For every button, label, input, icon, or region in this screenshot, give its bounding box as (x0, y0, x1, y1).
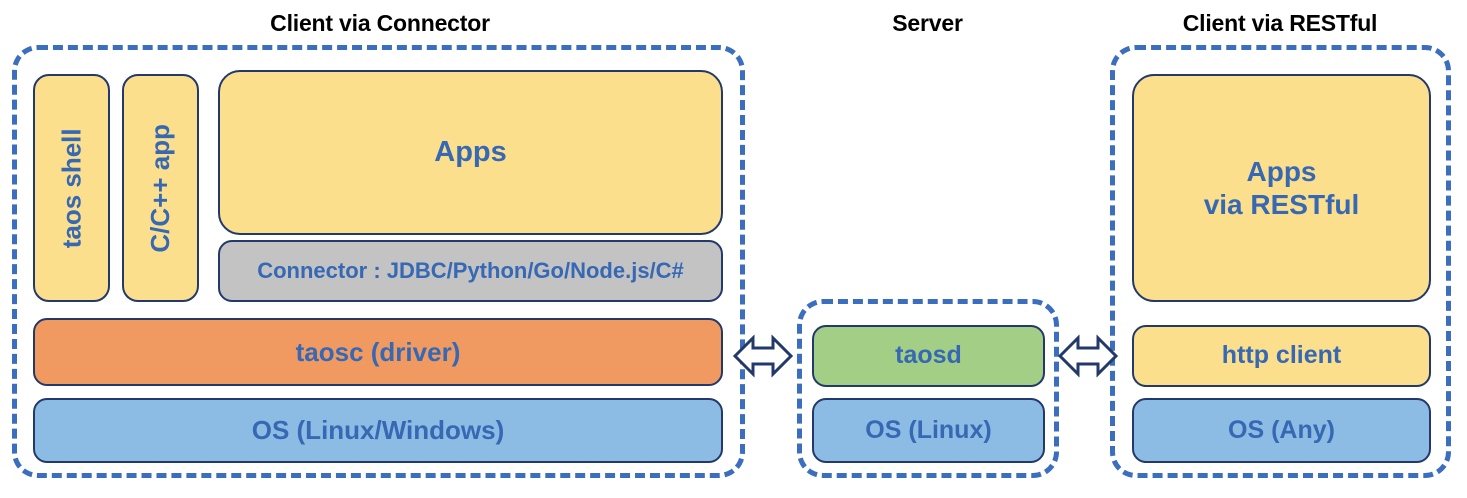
box-taosc-driver: taosc (driver) (33, 318, 723, 386)
box-os-linux: OS (Linux) (812, 398, 1045, 463)
box-apps-label: Apps (434, 136, 507, 169)
panel-title-client-connector: Client via Connector (270, 10, 490, 36)
box-connector-libraries: Connector : JDBC/Python/Go/Node.js/C# (218, 240, 723, 302)
box-apps-via-restful-label-line1: Apps (1246, 155, 1317, 187)
panel-server (797, 299, 1059, 478)
box-http-client: http client (1132, 325, 1431, 387)
box-taos-shell-label: taos shell (56, 128, 87, 248)
double-arrow-icon (732, 328, 794, 384)
box-apps: Apps (218, 70, 723, 235)
box-c-cpp-app-label: C/C++ app (145, 123, 176, 253)
box-os-linux-label: OS (Linux) (865, 415, 992, 444)
box-c-cpp-app: C/C++ app (122, 74, 199, 302)
box-taosd-label: taosd (895, 341, 962, 370)
box-os-any: OS (Any) (1132, 398, 1431, 463)
panel-client-via-connector (12, 45, 745, 478)
box-os-any-label: OS (Any) (1228, 415, 1335, 444)
box-apps-via-restful: Apps via RESTful (1132, 74, 1431, 302)
panel-title-server: Server (892, 10, 963, 36)
panel-client-via-restful (1110, 45, 1451, 478)
panel-title-client-restful: Client via RESTful (1182, 10, 1378, 36)
box-http-client-label: http client (1221, 341, 1342, 370)
double-arrow-icon (1057, 328, 1119, 384)
box-os-linux-windows-label: OS (Linux/Windows) (251, 415, 505, 446)
box-taosc-driver-label: taosc (driver) (295, 336, 461, 367)
box-taos-shell: taos shell (33, 74, 110, 302)
box-apps-via-restful-label-line2: via RESTful (1203, 189, 1360, 220)
box-taosd: taosd (812, 325, 1045, 387)
box-os-linux-windows: OS (Linux/Windows) (33, 398, 723, 463)
box-connector-libraries-label: Connector : JDBC/Python/Go/Node.js/C# (257, 258, 684, 284)
